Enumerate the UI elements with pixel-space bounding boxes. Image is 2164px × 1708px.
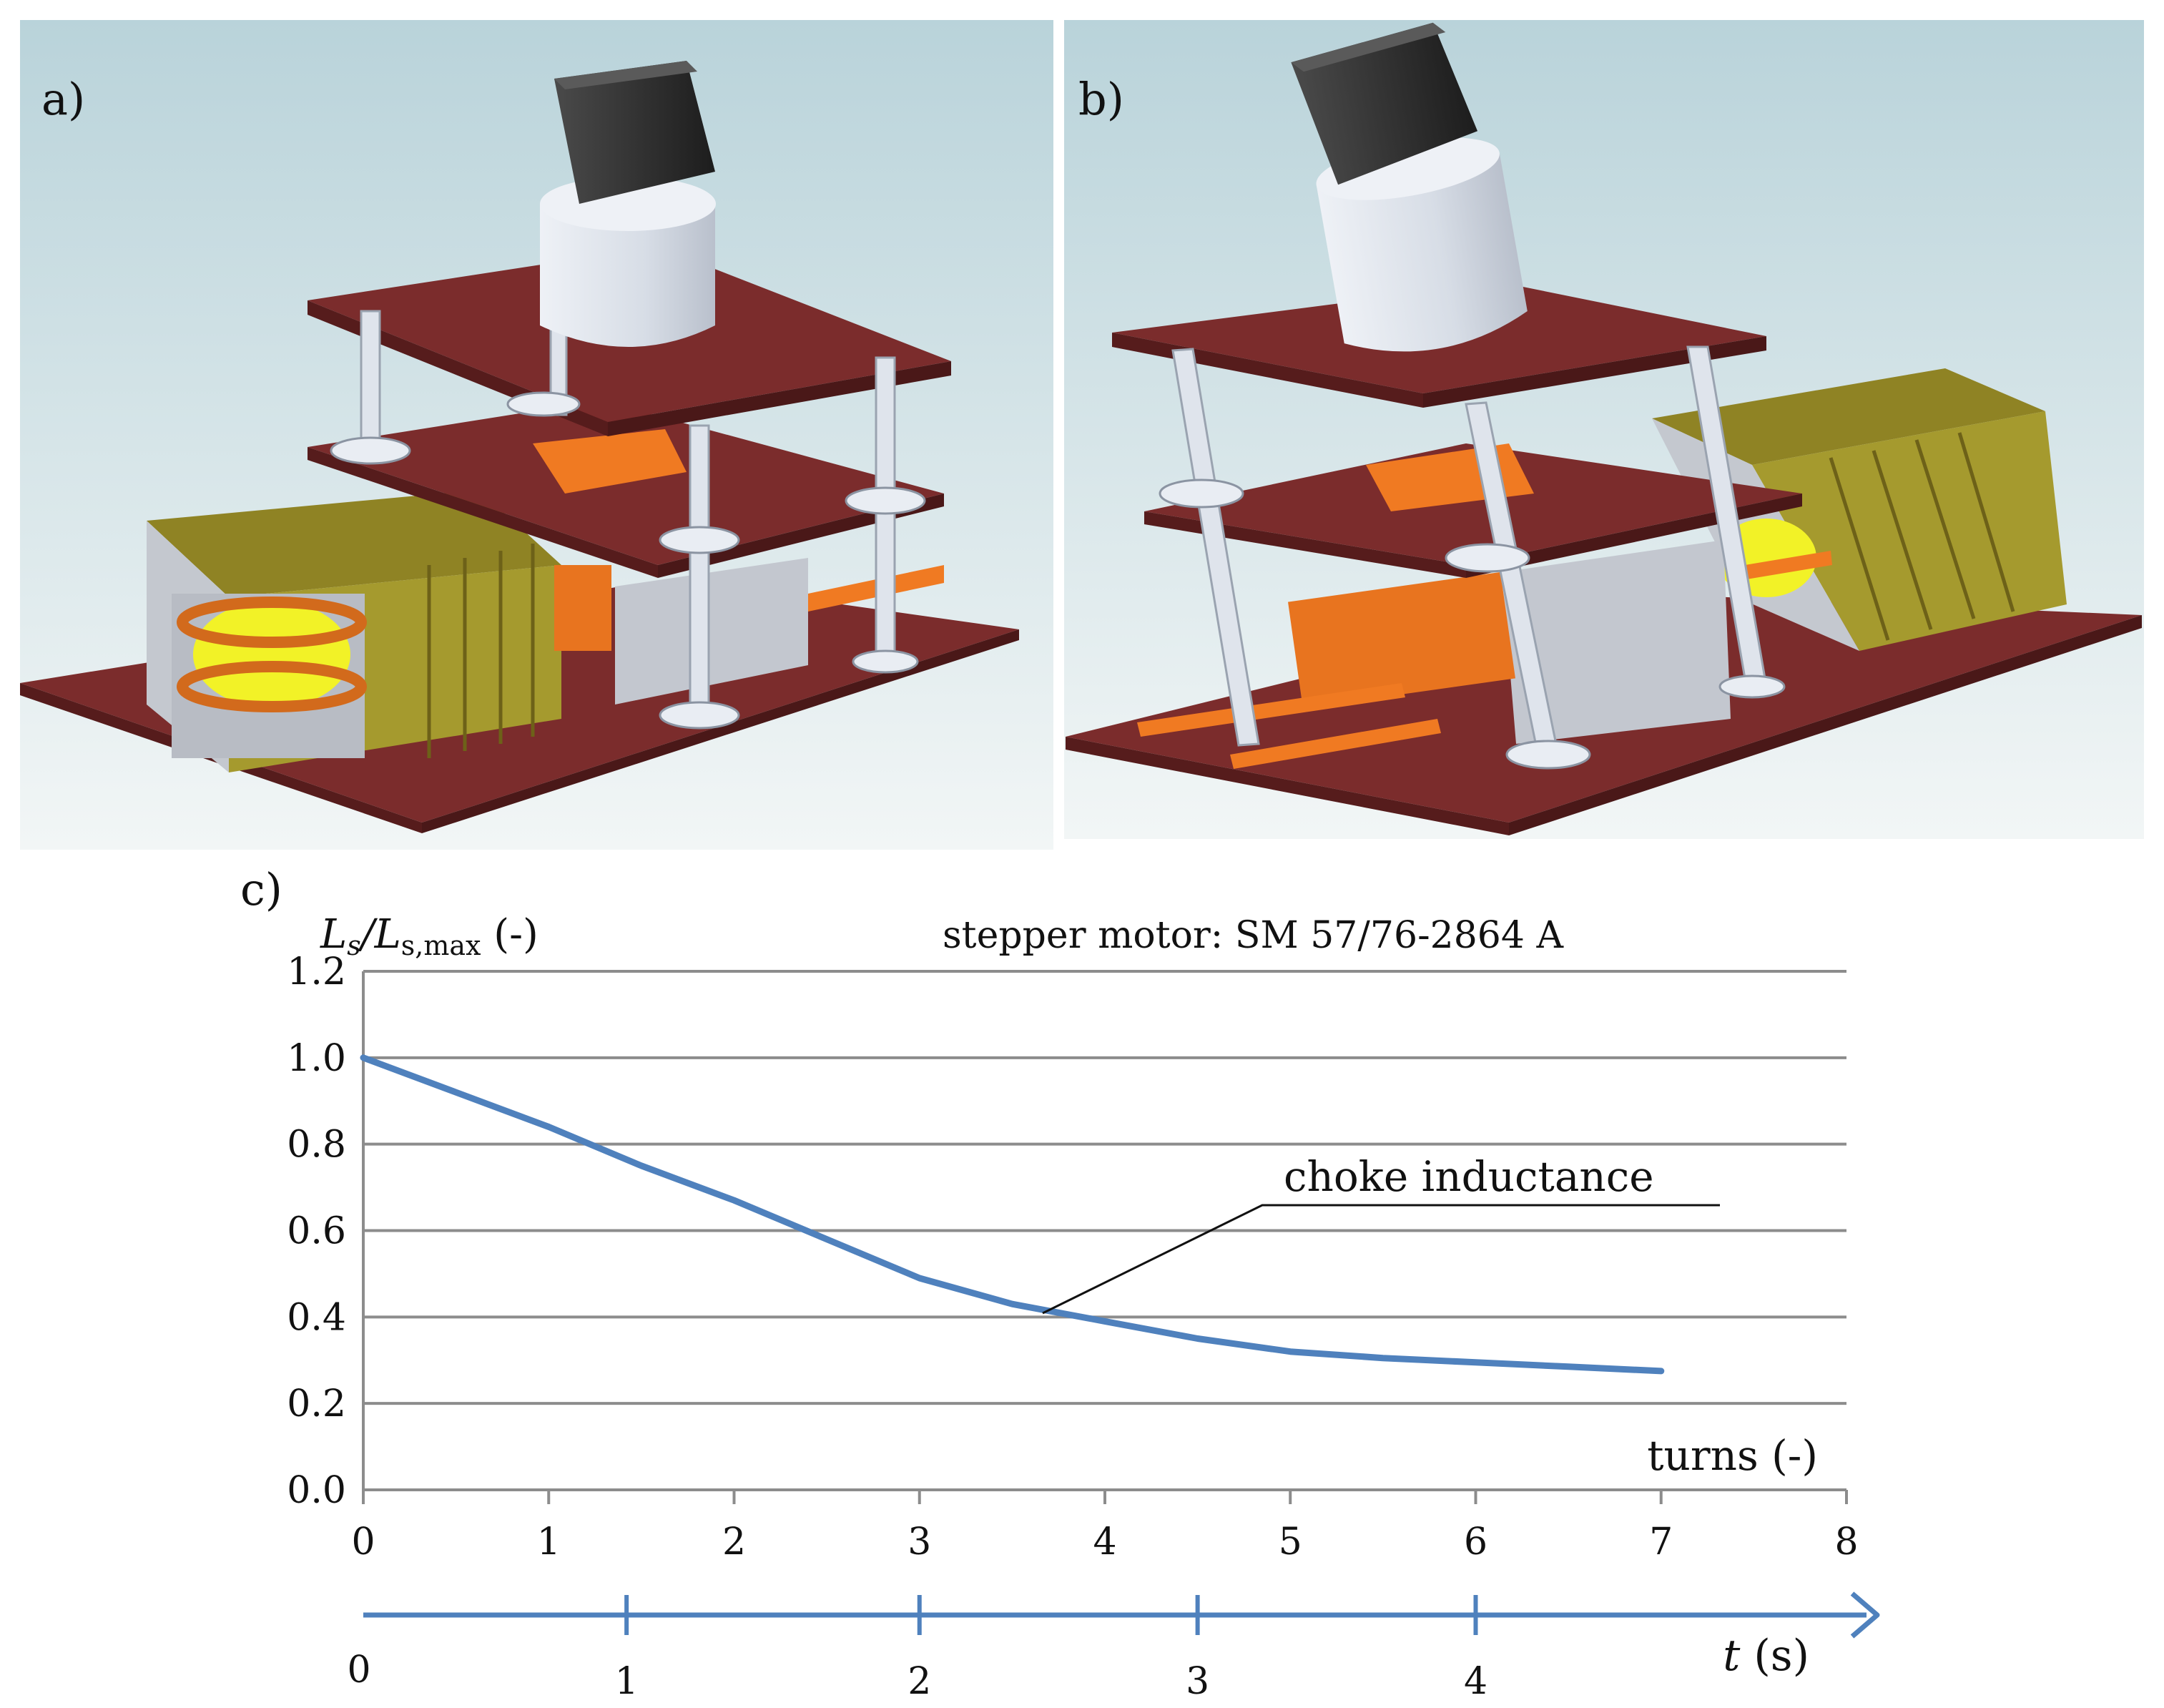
copper-block bbox=[533, 429, 687, 494]
annotation-leader bbox=[1042, 1204, 1720, 1315]
flanges-b bbox=[1159, 478, 1786, 770]
winding-yellow bbox=[193, 601, 350, 708]
series-line-choke-inductance bbox=[360, 1054, 1665, 1375]
x-tick-label: 8 bbox=[1834, 1521, 1858, 1564]
x-tick-label: 3 bbox=[908, 1521, 931, 1564]
time-tick-label: 0 bbox=[347, 1649, 370, 1692]
y-tick-label: 0.0 bbox=[287, 1469, 346, 1512]
annotation-label: choke inductance bbox=[1284, 1152, 1654, 1201]
x-tick-label: 1 bbox=[537, 1521, 561, 1564]
choke-assembly bbox=[147, 490, 561, 772]
x-tick-label: 0 bbox=[351, 1521, 375, 1564]
y-tick-labels: 0.0 0.2 0.4 0.6 0.8 1.0 1.2 bbox=[287, 951, 346, 1512]
y-tick-label: 0.4 bbox=[287, 1296, 346, 1339]
middle-plate-b bbox=[1144, 443, 1802, 565]
panel-a-render bbox=[20, 20, 1053, 850]
y-tick-label: 0.2 bbox=[287, 1383, 346, 1425]
copper-coil bbox=[554, 565, 611, 651]
grid-lines bbox=[363, 970, 1846, 1405]
x-tick-label: 2 bbox=[722, 1521, 746, 1564]
x-tick-label: 4 bbox=[1093, 1521, 1116, 1564]
motor-sleeve-b bbox=[1316, 152, 1528, 352]
columns-b bbox=[1171, 345, 1768, 761]
core-block-b bbox=[1502, 540, 1731, 744]
x-axis-label: turns (-) bbox=[1647, 1431, 1818, 1480]
y-tick-label: 1.0 bbox=[287, 1037, 346, 1080]
chart-title: stepper motor: SM 57/76-2864 A bbox=[943, 914, 1565, 957]
flanges bbox=[330, 391, 926, 730]
time-tick-label: 1 bbox=[615, 1660, 639, 1703]
x-tick-label: 5 bbox=[1279, 1521, 1302, 1564]
time-tick-label: 4 bbox=[1464, 1660, 1487, 1703]
panel-a-label: a) bbox=[41, 73, 85, 125]
y-tick-label: 0.8 bbox=[287, 1124, 346, 1167]
base-plate-edge-right bbox=[422, 629, 1019, 833]
time-axis: 0 1 2 3 4 bbox=[347, 1591, 1880, 1703]
copper-coil-b bbox=[1288, 571, 1515, 709]
time-axis-arrowhead bbox=[1850, 1591, 1880, 1639]
chart: 0.0 0.2 0.4 0.6 0.8 1.0 1.2 0 1 2 3 4 5 6 7 8 0 1 2 3 4 bbox=[287, 951, 1880, 1703]
time-tick-label: 2 bbox=[908, 1660, 931, 1703]
panel-b-render bbox=[1064, 20, 2144, 839]
x-tick-label: 7 bbox=[1649, 1521, 1673, 1564]
stepper-motor bbox=[554, 61, 715, 204]
time-axis-label: t (s) bbox=[1723, 1631, 1809, 1681]
panel-b-label: b) bbox=[1078, 73, 1124, 125]
y-tick-label: 0.6 bbox=[287, 1210, 346, 1253]
x-axis: 0 1 2 3 4 5 6 7 8 bbox=[351, 971, 1859, 1564]
stepper-motor-b bbox=[1291, 22, 1478, 185]
x-tick-label: 6 bbox=[1464, 1521, 1487, 1564]
panel-c-label: c) bbox=[240, 863, 282, 916]
y-axis-label: Ls/Ls,max (-) bbox=[320, 911, 538, 961]
time-tick-label: 3 bbox=[1186, 1660, 1209, 1703]
choke-assembly-b bbox=[1652, 368, 2067, 651]
y-tick-label: 1.2 bbox=[287, 951, 346, 993]
motor-sleeve bbox=[540, 204, 715, 347]
copper-rods bbox=[1137, 551, 1832, 769]
core-block bbox=[615, 558, 808, 705]
series-layer bbox=[360, 1054, 1665, 1375]
